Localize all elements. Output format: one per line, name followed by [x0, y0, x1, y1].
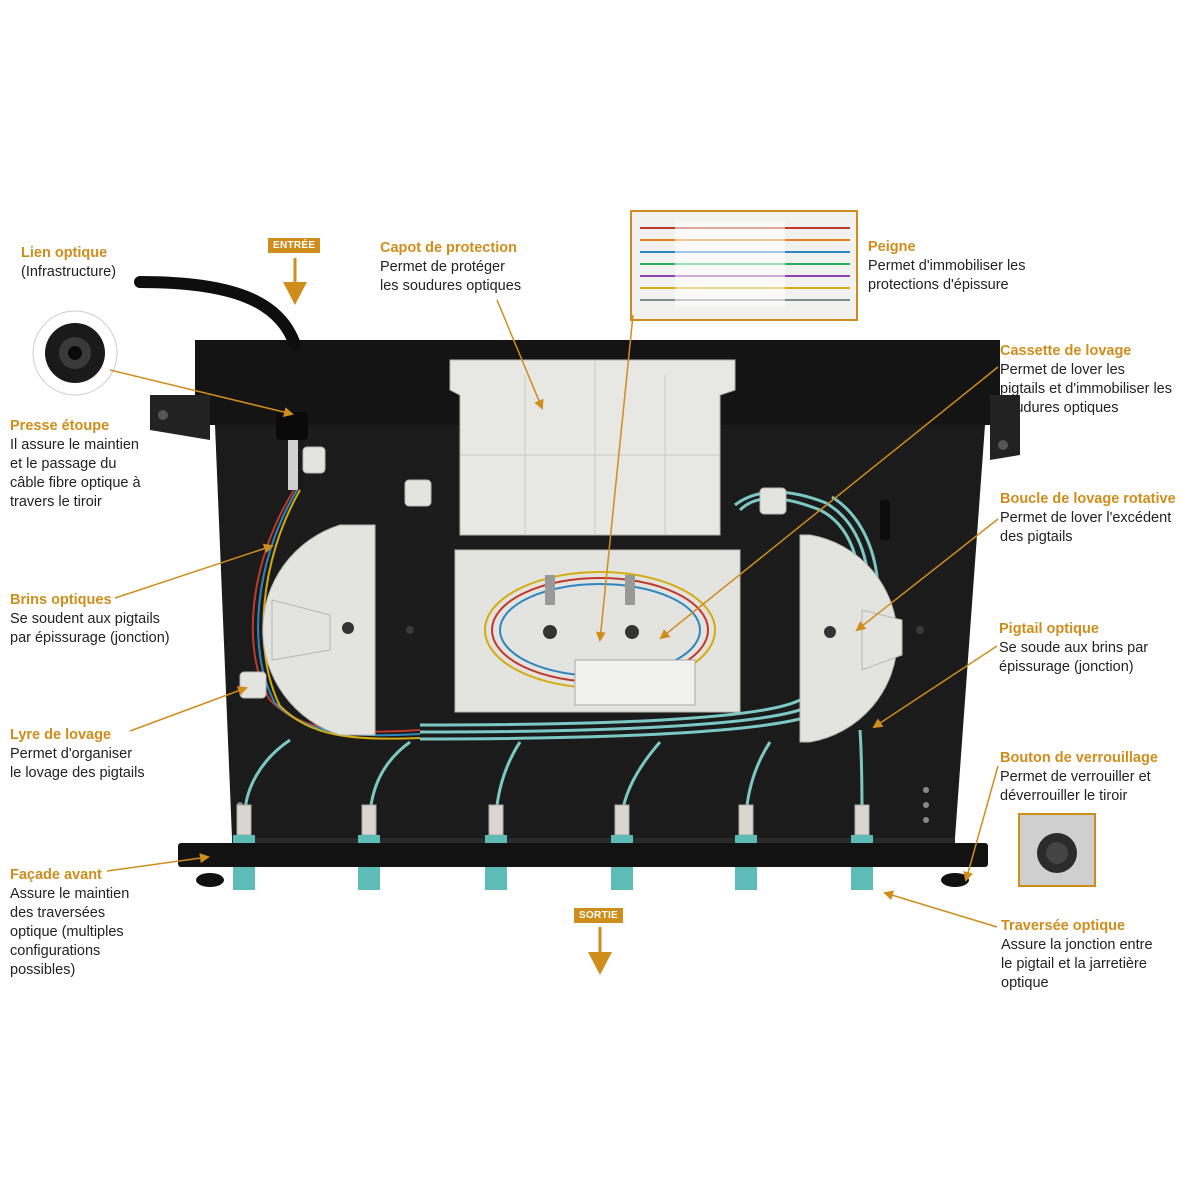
leader-lyre-de-lovage [129, 686, 248, 732]
label-title: Façade avant [10, 867, 102, 883]
lock-button-inset-photo [1018, 813, 1096, 887]
left-coil-reel [262, 524, 376, 736]
label-title: Lien optique [21, 245, 108, 261]
label-desc: (Infrastructure) [21, 264, 117, 280]
leader-pigtail [872, 645, 998, 729]
leader-cassette [659, 366, 999, 640]
label-title: Lyre de lovage [10, 727, 112, 743]
label-lyre-de-lovage: Lyre de lovage Permet d'organiser le lov… [10, 726, 145, 783]
label-presse-etoupe: Presse étoupe Il assure le maintien et l… [10, 417, 141, 512]
label-desc-line: Se soudent aux pigtails [10, 611, 160, 627]
label-traversee-optique: Traversée optique Assure la jonction ent… [1001, 917, 1190, 993]
label-desc-line: optique [1001, 975, 1049, 991]
leader-brins-optiques [114, 543, 274, 599]
label-pigtail-optique: Pigtail optique Se soude aux brins par é… [999, 620, 1148, 677]
label-desc-line: le pigtail et la jarretière [1001, 956, 1147, 972]
label-desc-line: le lovage des pigtails [10, 765, 145, 781]
label-title: Brins optiques [10, 592, 112, 608]
right-coil-reel [799, 534, 903, 743]
label-title: Pigtail optique [999, 621, 1099, 637]
label-bouton-de-verrouillage: Bouton de verrouillage Permet de verroui… [1000, 749, 1158, 806]
leader-presse-etoupe [109, 369, 294, 417]
label-desc-line: Permet de lover les [1000, 362, 1125, 378]
leader-facade-avant [106, 853, 210, 872]
label-capot-de-protection: Capot de protection Permet de protéger l… [380, 239, 521, 296]
entree-tag: ENTRÉE [268, 238, 321, 253]
protection-cover [449, 359, 736, 536]
label-title: Traversée optique [1001, 918, 1126, 934]
label-desc-line: Assure la jonction entre [1001, 937, 1153, 953]
label-title: Cassette de lovage [1000, 343, 1132, 359]
leader-bouton [963, 765, 999, 882]
leader-boucle [855, 518, 999, 632]
entree-arrow [283, 258, 307, 305]
label-title: Peigne [868, 239, 916, 255]
label-desc-line: travers le tiroir [10, 494, 102, 510]
cable-gland [276, 412, 308, 490]
label-desc-line: déverrouiller le tiroir [1000, 788, 1128, 804]
sortie-tag: SORTIE [574, 908, 624, 923]
label-desc-line: les soudures optiques [380, 278, 522, 294]
label-title: Capot de protection [380, 240, 517, 256]
label-desc-line: soudures optiques [1000, 400, 1119, 416]
label-desc-line: des traversées [10, 905, 106, 921]
label-desc-line: Il assure le maintien [10, 437, 139, 453]
label-facade-avant: Façade avant Assure le maintien des trav… [10, 866, 129, 980]
front-bar [178, 843, 988, 887]
label-desc-line: protections d'épissure [868, 277, 1009, 293]
leader-lines [106, 299, 999, 928]
label-title: Bouton de verrouillage [1000, 750, 1158, 766]
label-title: Presse étoupe [10, 418, 110, 434]
incoming-cable [134, 276, 301, 351]
label-desc-line: Permet de protéger [380, 259, 505, 275]
leader-capot [496, 299, 544, 410]
label-brins-optiques: Brins optiques Se soudent aux pigtails p… [10, 591, 170, 648]
leader-peigne [595, 314, 634, 642]
label-desc-line: Permet de verrouiller et [1000, 769, 1151, 785]
label-desc-line: câble fibre optique à [10, 475, 141, 491]
leader-traversee [883, 890, 998, 928]
label-peigne: Peigne Permet d'immobiliser les protecti… [868, 238, 1025, 295]
label-desc-line: épissurage (jonction) [999, 659, 1134, 675]
label-desc-line: optique (multiples [10, 924, 124, 940]
splice-cassette [454, 549, 741, 713]
label-desc-line: possibles) [10, 962, 76, 978]
label-desc-line: Permet d'immobiliser les [868, 258, 1026, 274]
label-desc-line: Permet d'organiser [10, 746, 133, 762]
label-desc-line: Assure le maintien [10, 886, 130, 902]
label-desc-line: et le passage du [10, 456, 117, 472]
label-boucle-de-lovage: Boucle de lovage rotative Permet de love… [1000, 490, 1176, 547]
label-cassette-de-lovage: Cassette de lovage Permet de lover les p… [1000, 342, 1190, 418]
label-lien-optique: Lien optique (Infrastructure) [21, 244, 116, 282]
label-desc-line: Permet de lover l'excédent [1000, 510, 1172, 526]
label-desc-line: des pigtails [1000, 529, 1073, 545]
label-desc-line: par épissurage (jonction) [10, 630, 170, 646]
sortie-arrow [588, 927, 612, 975]
comb-inset-photo [630, 210, 858, 321]
label-desc-line: pigtails et d'immobiliser les [1000, 381, 1172, 397]
label-desc-line: configurations [10, 943, 101, 959]
gland-inset-photo [32, 310, 118, 396]
label-desc-line: Se soude aux brins par [999, 640, 1149, 656]
label-title: Boucle de lovage rotative [1000, 491, 1176, 507]
